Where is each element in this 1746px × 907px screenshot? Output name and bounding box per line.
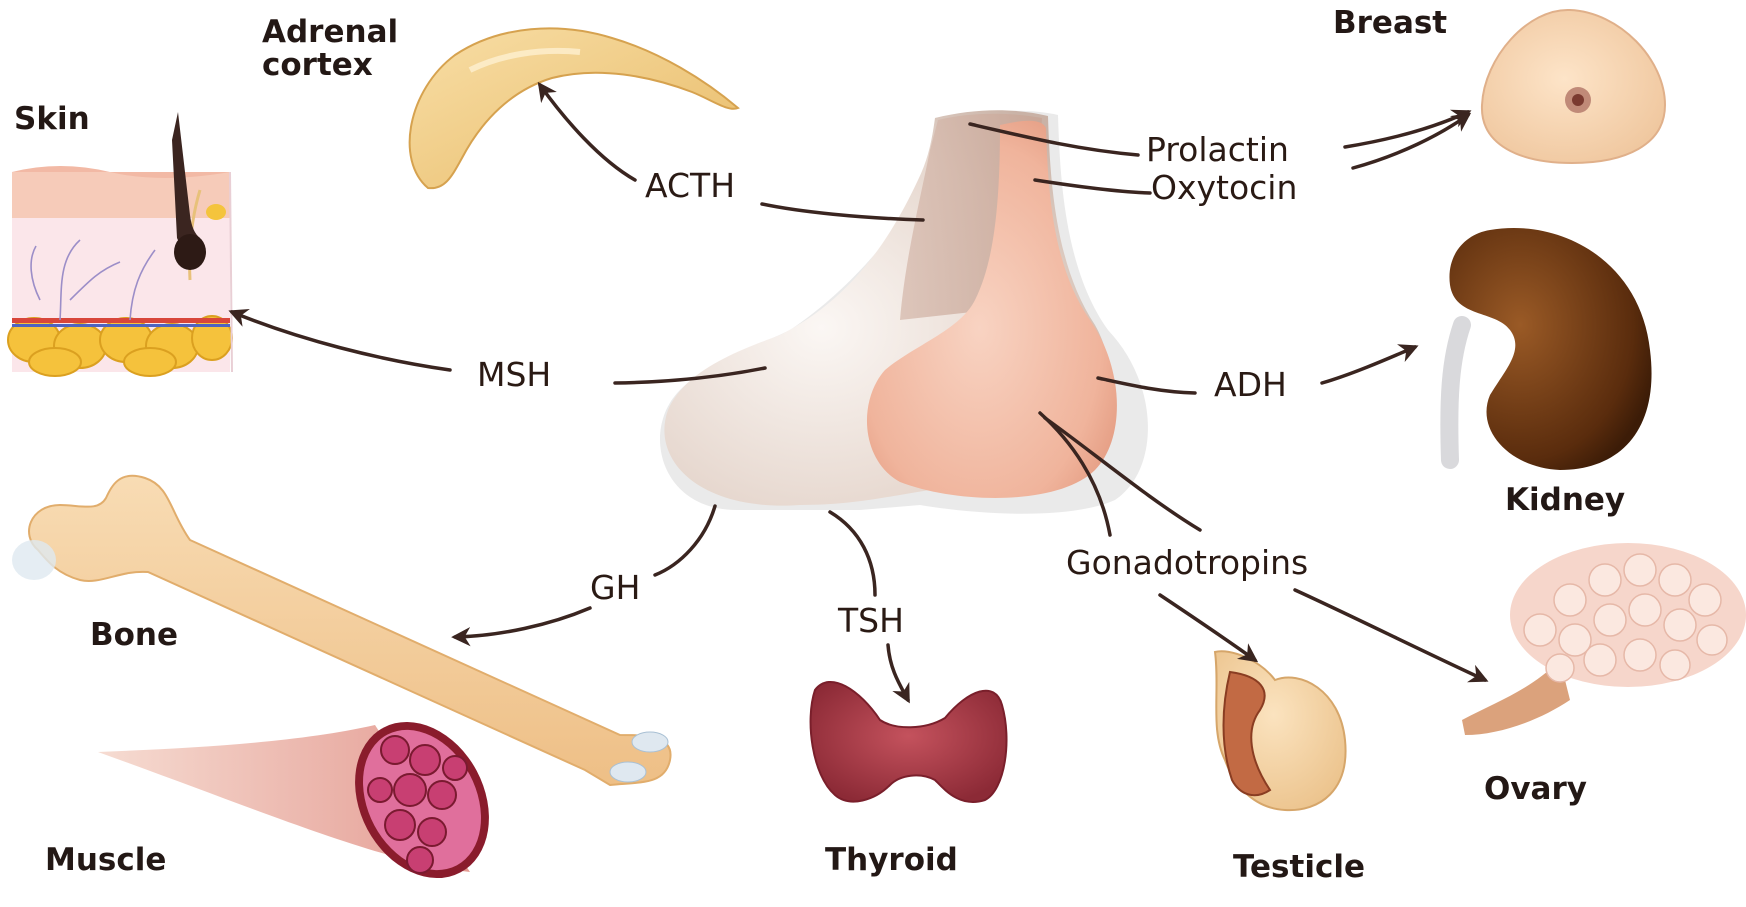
tsh-label: TSH [838,604,904,637]
adrenal-cortex-label: Adrenal cortex [262,16,398,83]
thyroid-label: Thyroid [825,845,958,876]
gh-label: GH [590,571,640,604]
skin-illustration [8,112,232,376]
acth-arrow [540,85,635,180]
breast-label: Breast [1333,8,1447,39]
testicle-illustration [1215,651,1346,810]
gh-line [655,506,715,575]
testicle-label: Testicle [1233,852,1365,883]
gh-arrow [455,608,590,637]
adh-label: ADH [1214,368,1287,401]
acth-line [762,204,923,220]
bone-label: Bone [90,620,178,651]
gonadotropins-label: Gonadotropins [1066,546,1308,579]
msh-arrow [232,312,450,370]
testicle-arrow [1160,595,1255,660]
ovary-illustration [1462,543,1746,735]
tsh-line [830,512,875,595]
skin-label: Skin [14,104,90,135]
ovary-label: Ovary [1484,774,1587,805]
kidney-illustration [1449,228,1651,470]
kidney-label: Kidney [1505,485,1625,516]
acth-label: ACTH [645,169,735,202]
oxytocin-label: Oxytocin [1151,171,1297,204]
ovary-arrow [1295,590,1485,680]
muscle-label: Muscle [45,845,166,876]
msh-label: MSH [477,358,551,391]
breast-illustration [1482,10,1665,163]
prolactin-arrow [1345,112,1468,147]
adrenal-cortex-illustration [410,28,738,188]
adh-arrow [1322,347,1415,383]
prolactin-label: Prolactin [1146,133,1289,166]
tsh-arrow [888,645,908,700]
